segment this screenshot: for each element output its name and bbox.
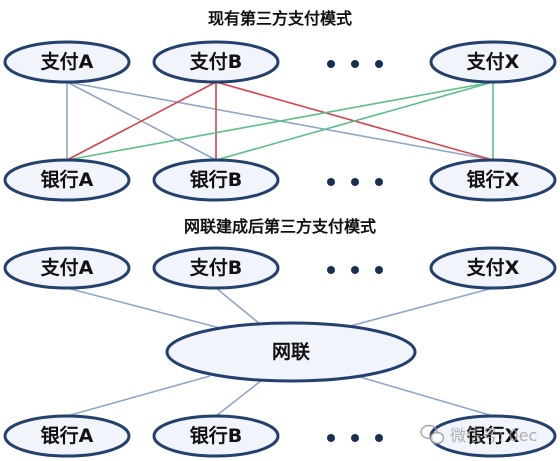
bottom-title: 网联建成后第三方支付模式 xyxy=(184,217,376,236)
top-connection-lines xyxy=(66,81,494,161)
line-hub-bankA xyxy=(66,375,211,417)
hub-label: 网联 xyxy=(272,341,310,363)
bottom-bank-ellipsis xyxy=(327,434,383,442)
wechat-icon xyxy=(420,424,445,445)
top-payment-a-label: 支付A xyxy=(40,50,94,73)
line-hub-bankX xyxy=(359,376,494,417)
top-bank-b: 银行B xyxy=(152,158,280,202)
line-hub-bankB xyxy=(215,379,263,417)
top-payment-ellipsis xyxy=(327,60,383,68)
hub-node: 网联 xyxy=(165,321,417,383)
line-payX-bankA xyxy=(66,81,494,161)
bottom-bank-x: 银行X xyxy=(429,414,557,458)
bottom-payment-a-label: 支付A xyxy=(40,256,94,279)
line-payX-bankB xyxy=(215,81,494,161)
top-payment-x-label: 支付X xyxy=(466,50,520,73)
top-title: 现有第三方支付模式 xyxy=(208,9,352,28)
line-payB-bankA xyxy=(66,81,217,161)
top-bank-x-label: 银行X xyxy=(467,168,520,191)
top-payment-b-label: 支付B xyxy=(189,50,242,73)
top-bank-a-label: 银行A xyxy=(41,168,94,191)
bottom-bank-x-label: 银行X xyxy=(467,424,520,447)
bottom-bank-a-label: 银行A xyxy=(41,424,94,447)
watermark: 微信号: 0ec xyxy=(420,424,537,445)
bottom-payment-b-label: 支付B xyxy=(189,256,242,279)
bottom-bank-b-label: 银行B xyxy=(190,424,242,447)
top-payment-a: 支付A xyxy=(3,40,131,84)
top-bank-b-label: 银行B xyxy=(190,168,242,191)
line-payB-hub xyxy=(215,287,261,325)
bottom-bank-a: 银行A xyxy=(3,414,131,458)
bottom-payment-x-label: 支付X xyxy=(466,256,520,279)
top-bank-ellipsis xyxy=(327,178,383,186)
top-bank-x: 银行X xyxy=(429,158,557,202)
watermark-text: 微信号: 0ec xyxy=(450,426,537,445)
top-payment-x: 支付X xyxy=(429,40,557,84)
top-payment-b: 支付B xyxy=(152,40,280,84)
bottom-bank-b: 银行B xyxy=(152,414,280,458)
top-bank-a: 银行A xyxy=(3,158,131,202)
bottom-payment-x: 支付X xyxy=(429,246,557,290)
line-payA-hub xyxy=(66,287,221,329)
bottom-payment-a: 支付A xyxy=(3,246,131,290)
bottom-payment-b: 支付B xyxy=(152,246,280,290)
bottom-payment-ellipsis xyxy=(327,266,383,274)
line-payX-hub xyxy=(349,287,494,327)
bottom-connection-lines xyxy=(66,287,494,417)
